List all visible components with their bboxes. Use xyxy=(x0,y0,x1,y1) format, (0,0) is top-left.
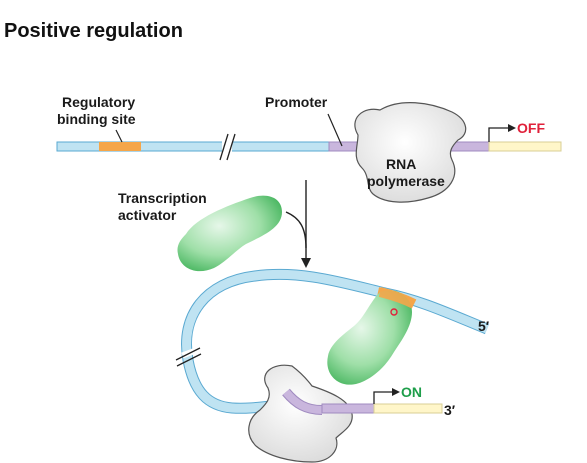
activator-label-1: Transcription xyxy=(118,190,207,206)
transcription-start-arrow-off xyxy=(488,124,516,142)
rna-polymerase-label-1: RNA xyxy=(386,156,416,172)
rna-polymerase-bottom xyxy=(248,364,353,463)
page-title: Positive regulation xyxy=(4,20,183,42)
activator-label-2: activator xyxy=(118,207,177,223)
dna-top-strand xyxy=(56,133,562,161)
binding-curve-arrow xyxy=(285,211,307,249)
dna-bottom-promoter-gene xyxy=(282,388,443,415)
promoter-label: Promoter xyxy=(265,94,328,110)
transcription-activator-bound xyxy=(327,290,412,385)
on-label: ON xyxy=(401,384,422,400)
activator-contact-dot xyxy=(390,308,398,316)
transcription-activator-free xyxy=(177,195,282,272)
break-mark-top xyxy=(219,133,229,161)
five-prime-label: 5′ xyxy=(478,318,490,334)
regulatory-binding-site-top xyxy=(99,142,141,151)
rna-polymerase-top xyxy=(354,102,467,203)
rna-polymerase-label-2: polymerase xyxy=(367,173,445,189)
regulatory-site-leader xyxy=(115,129,123,143)
break-mark-bottom xyxy=(175,347,201,361)
transcription-start-arrow-on xyxy=(373,388,400,404)
promoter-leader xyxy=(327,113,343,147)
regulatory-site-label-2: binding site xyxy=(57,111,136,127)
process-arrowhead xyxy=(301,258,311,268)
three-prime-label: 3′ xyxy=(444,402,456,418)
off-label: OFF xyxy=(517,120,545,136)
regulatory-site-label-1: Regulatory xyxy=(62,94,135,110)
dna-bottom-loop xyxy=(175,268,490,414)
